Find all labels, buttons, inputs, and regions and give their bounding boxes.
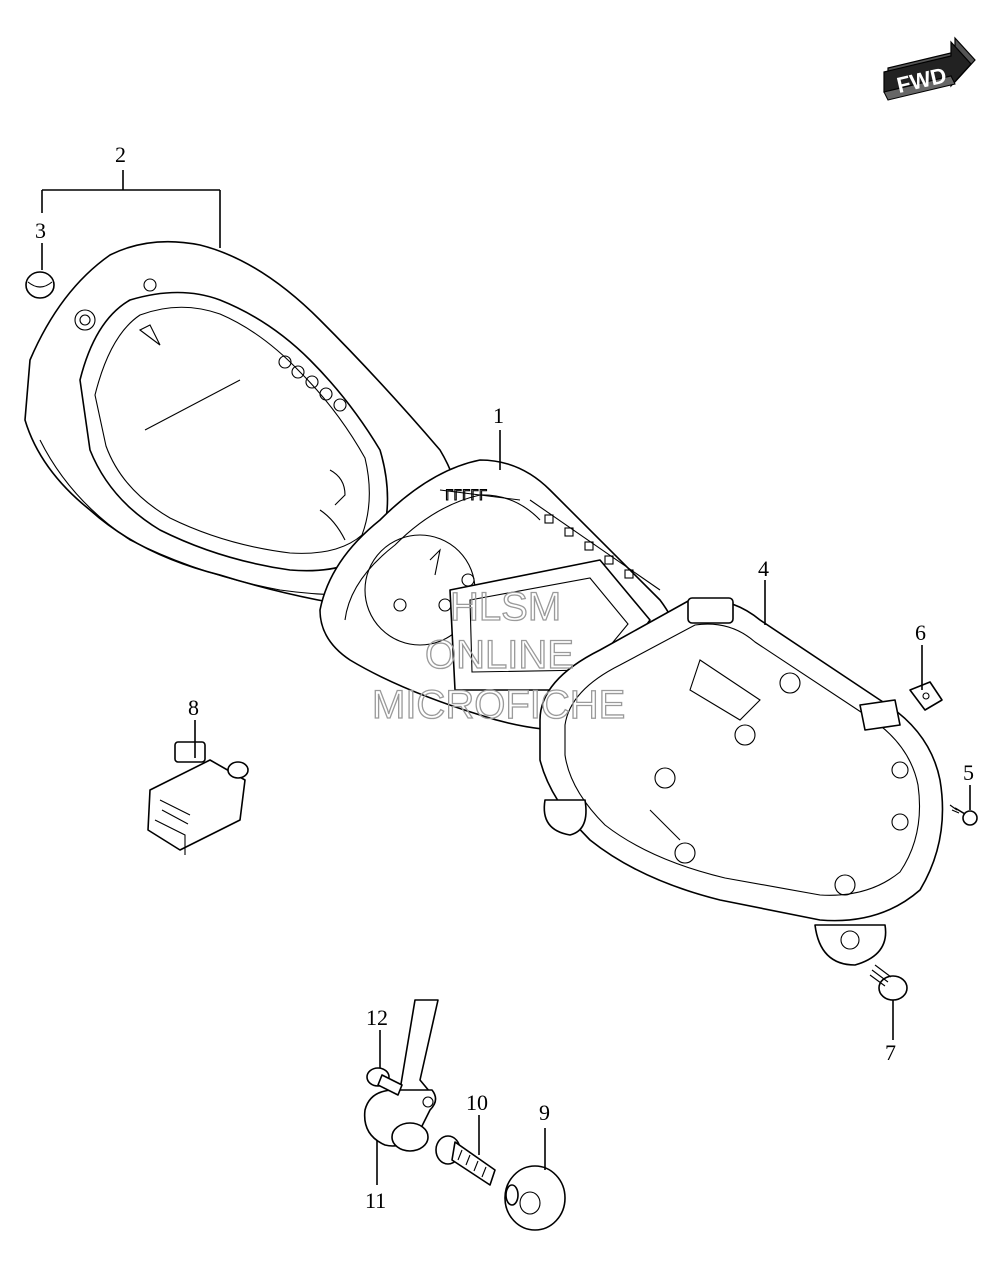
callout-5: 5 bbox=[963, 760, 974, 785]
callout-2: 2 bbox=[115, 142, 126, 167]
svg-text:ΓΓΓΓΓ: ΓΓΓΓΓ bbox=[445, 488, 487, 504]
leader-lines bbox=[41, 170, 971, 1185]
callout-3: 3 bbox=[35, 218, 46, 243]
lower-case-part-4 bbox=[539, 597, 944, 966]
watermark-line-1: HLSM bbox=[450, 585, 561, 629]
meter-cover-part-2 bbox=[24, 240, 464, 611]
watermark: HLSM ONLINE MICROFICHE bbox=[371, 584, 626, 727]
connector-part-8 bbox=[147, 741, 249, 855]
screw-part-5 bbox=[949, 804, 978, 826]
watermark-line-2: ONLINE bbox=[425, 633, 574, 677]
bolt-part-12 bbox=[366, 1067, 403, 1096]
callout-7: 7 bbox=[885, 1040, 896, 1065]
cap-part-3 bbox=[25, 271, 55, 299]
callout-8: 8 bbox=[188, 695, 199, 720]
watermark-line-3: MICROFICHE bbox=[372, 683, 625, 727]
callout-12: 12 bbox=[366, 1005, 388, 1030]
fwd-arrow-icon: FWD bbox=[883, 36, 976, 101]
callout-11: 11 bbox=[365, 1188, 386, 1213]
screw-part-7 bbox=[869, 964, 908, 1001]
bolt-part-10 bbox=[435, 1135, 496, 1186]
clip-part-6 bbox=[909, 681, 943, 711]
bracket-part-11 bbox=[363, 999, 439, 1152]
callout-9: 9 bbox=[539, 1100, 550, 1125]
callout-labels: 2 3 1 4 6 5 7 8 12 10 9 11 bbox=[35, 142, 974, 1213]
callout-10: 10 bbox=[466, 1090, 488, 1115]
callout-4: 4 bbox=[758, 556, 769, 581]
callout-6: 6 bbox=[915, 620, 926, 645]
washer-part-9 bbox=[504, 1165, 566, 1231]
callout-1: 1 bbox=[493, 403, 504, 428]
